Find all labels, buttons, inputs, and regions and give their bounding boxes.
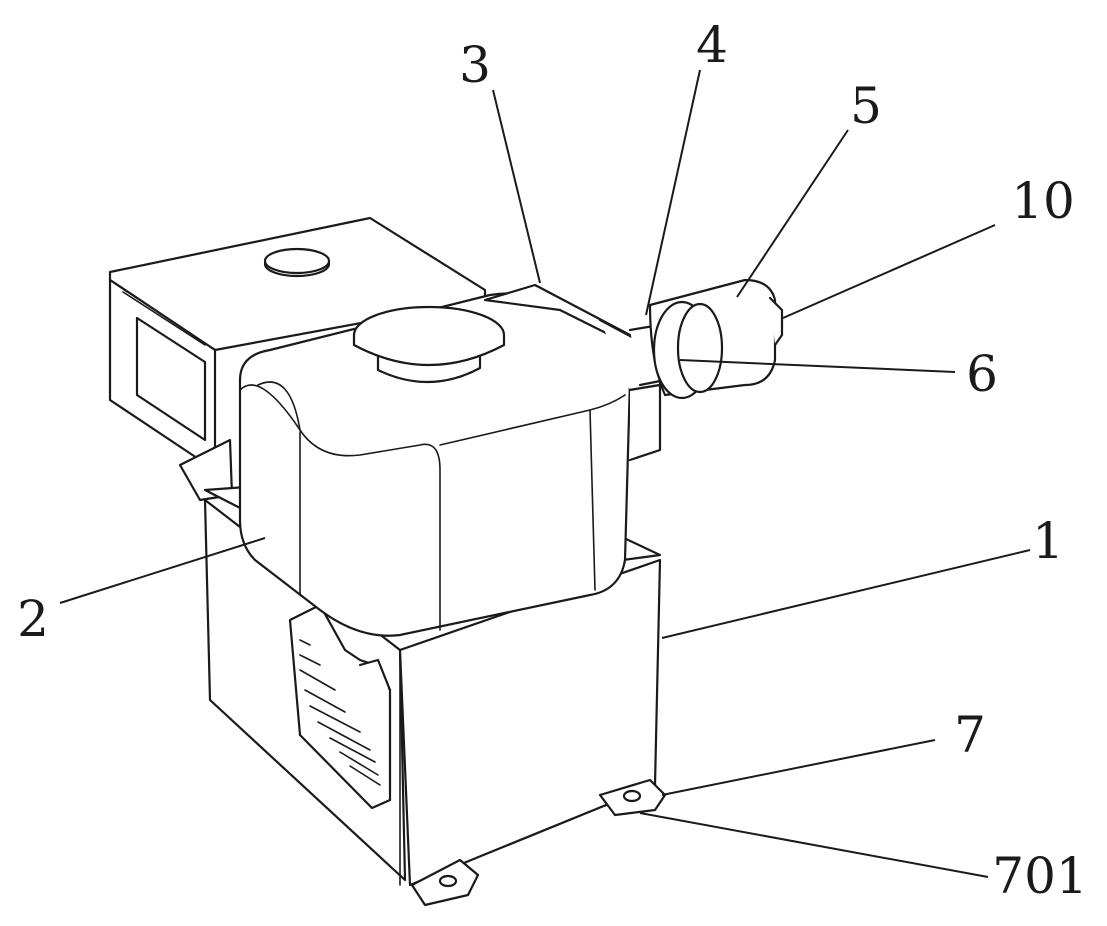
nozzle-assembly — [628, 278, 784, 400]
tank — [238, 292, 632, 637]
label-10: 10 — [1011, 172, 1075, 230]
leader-701 — [639, 812, 989, 878]
leader-5 — [736, 129, 849, 298]
label-3: 3 — [459, 36, 491, 94]
leader-1 — [661, 549, 1031, 639]
leader-lines — [59, 69, 1031, 878]
leader-2 — [59, 537, 266, 604]
label-7: 7 — [954, 706, 986, 764]
leader-6 — [679, 359, 956, 373]
tank-cap — [352, 305, 506, 384]
leader-7 — [661, 739, 936, 796]
label-4: 4 — [696, 16, 728, 74]
vent-panel — [288, 603, 392, 810]
leader-4 — [645, 69, 701, 316]
label-6: 6 — [966, 345, 998, 403]
leader-3 — [492, 89, 541, 284]
leader-10 — [782, 224, 996, 319]
mounting-feet — [410, 778, 667, 907]
label-701: 701 — [992, 847, 1087, 905]
label-2: 2 — [17, 590, 49, 648]
reference-numerals: 3 4 5 10 6 1 2 7 701 — [17, 16, 1088, 905]
label-5: 5 — [850, 77, 882, 135]
rear-cap — [263, 247, 331, 278]
label-1: 1 — [1032, 512, 1064, 570]
